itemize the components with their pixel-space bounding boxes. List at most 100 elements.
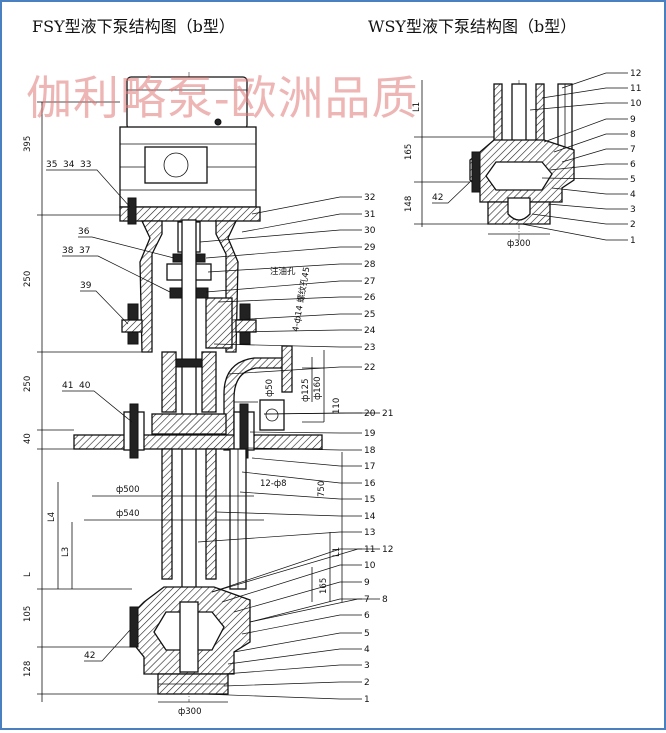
fsy-leader-13: [197, 531, 362, 543]
fsy-leader-15: [239, 491, 362, 500]
dim-750: 750: [317, 481, 327, 497]
fsy-callout-16: 16: [364, 479, 376, 489]
wsy-leader-8: [553, 133, 628, 153]
fsy-leader-12: [211, 548, 380, 593]
dim-250-lower: 250: [23, 376, 33, 392]
dim-128: 128: [23, 661, 33, 677]
motor: [119, 76, 257, 208]
fsy-callout-18: 18: [364, 446, 376, 456]
dim-160: ф160: [313, 377, 323, 401]
watermark-text: 伽利略泵-欧洲品质: [26, 71, 419, 125]
dim-500: ф500: [116, 485, 140, 495]
fsy-callout-9: 9: [364, 578, 370, 588]
fsy-leader-14: [215, 511, 362, 517]
column-tube: [161, 448, 247, 590]
wsy-callout-5: 5: [630, 175, 636, 185]
wsy-leader-3: [547, 203, 628, 210]
dim-L3: L3: [61, 547, 71, 557]
wsy-leader-4: [551, 187, 628, 195]
fsy-leader-24: [231, 329, 362, 333]
dim-40: 40: [23, 433, 33, 444]
wsy-callout-1: 1: [630, 236, 636, 246]
wsy-dim-300: ф300: [507, 239, 531, 249]
dim-L4: L4: [47, 512, 57, 522]
wsy-leader-12: [561, 72, 628, 89]
callout-37: 37: [79, 246, 90, 256]
dim-holes: 12-ф8: [260, 479, 287, 489]
wsy-leader-7: [561, 148, 628, 163]
fsy-callout-6: 6: [364, 611, 370, 621]
callout-41: 41: [62, 381, 73, 391]
fsy-callout-32: 32: [364, 193, 375, 203]
title-wsy: WSY型液下泵结构图（b型）: [368, 17, 576, 36]
dim-250-upper: 250: [23, 271, 33, 287]
fsy-leader-22: [227, 366, 362, 375]
fsy-callout-15: 15: [364, 495, 375, 505]
dim-L1: L1: [332, 547, 342, 557]
fsy-leader-18: [247, 447, 362, 451]
wsy-leader-1: [521, 223, 628, 241]
fsy-callout-31: 31: [364, 210, 375, 220]
fsy-callout-19: 19: [364, 429, 376, 439]
fsy-callout-25: 25: [364, 310, 375, 320]
dim-165: 165: [319, 578, 329, 594]
fsy-callout-21: 21: [382, 409, 393, 419]
wsy-dim-148: 148: [404, 196, 414, 212]
fsy-leader-30: [199, 229, 362, 243]
fsy-leader-27: [205, 280, 362, 293]
wsy-leader-10: [529, 102, 628, 111]
callout-40: 40: [79, 381, 91, 391]
fsy-leader-6: [241, 614, 362, 635]
dim-300: ф300: [178, 707, 202, 717]
wsy-callout-6: 6: [630, 160, 636, 170]
fsy-callout-3: 3: [364, 661, 370, 671]
coupling-sleeve: [161, 351, 177, 413]
wsy-dim-L1: L1: [412, 102, 422, 112]
fsy-callout-5: 5: [364, 629, 370, 639]
fsy-leader-23: [213, 343, 362, 348]
callout-36: 36: [78, 227, 90, 237]
fsy-leader-25: [231, 313, 362, 321]
dim-540: ф540: [116, 509, 140, 519]
fsy-leader-2: [223, 681, 362, 687]
dim-125: ф125: [301, 379, 311, 403]
fsy-callout-29: 29: [364, 243, 376, 253]
fsy-leader-7: [249, 598, 362, 623]
wsy-callout-42: 42: [432, 193, 443, 203]
dim-110: 110: [332, 398, 342, 414]
wsy-callout-11: 11: [630, 84, 641, 94]
fsy-callout-4: 4: [364, 645, 370, 655]
fsy-callout-22: 22: [364, 363, 375, 373]
fsy-callout-17: 17: [364, 462, 375, 472]
wsy-callout-9: 9: [630, 115, 636, 125]
fsy-leader-17: [251, 457, 362, 467]
wsy-callout-10: 10: [630, 99, 642, 109]
mounting-plate: [73, 399, 323, 459]
dim-105: 105: [23, 606, 33, 622]
wsy-callout-2: 2: [630, 220, 636, 230]
wsy-callout-8: 8: [630, 130, 636, 140]
fsy-leader-3: [223, 664, 362, 675]
fsy-callout-24: 24: [364, 326, 376, 336]
fsy-leader-1: [201, 693, 362, 700]
wsy-leader-5: [541, 177, 628, 180]
callout-34: 34: [63, 160, 75, 170]
pump-casing: [129, 586, 251, 695]
fsy-leader-28: [207, 263, 362, 273]
wsy-dim-165: 165: [404, 144, 414, 160]
fsy-callout-28: 28: [364, 260, 376, 270]
fsy-callout-26: 26: [364, 293, 376, 303]
oil-port-label: 注油孔: [270, 266, 296, 277]
dim-395: 395: [23, 136, 33, 152]
callout-35: 35: [46, 160, 57, 170]
fsy-leader-5: [233, 632, 362, 653]
wsy-leader-9: [543, 118, 628, 143]
wsy-leader-11: [541, 87, 628, 99]
fsy-leader-11: [211, 548, 362, 593]
fsy-callout-10: 10: [364, 561, 376, 571]
fsy-leader-29: [205, 246, 362, 259]
callout-42: 42: [84, 651, 95, 661]
fsy-pump-drawing: 395 250 250 40 L 105 128 L4 L3 ф500 ф540…: [23, 72, 393, 717]
